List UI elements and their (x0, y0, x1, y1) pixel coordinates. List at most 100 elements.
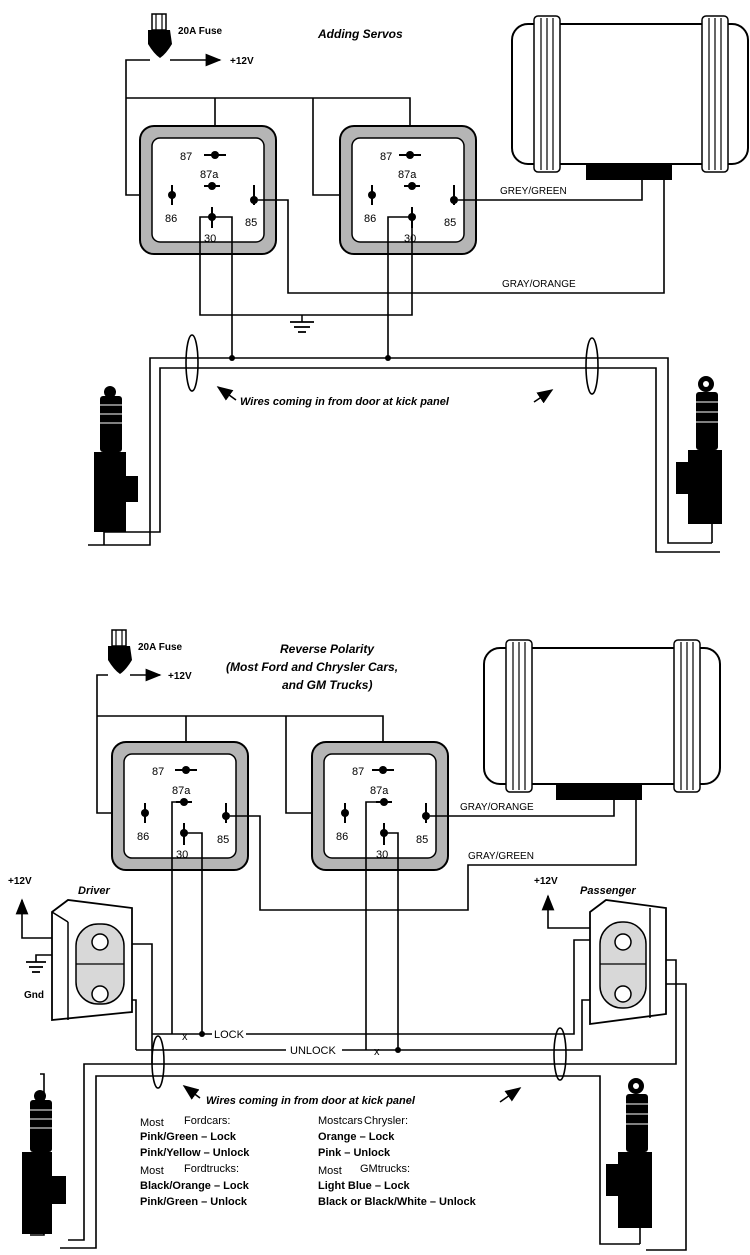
wire-color-legend-right: Mostcars Chrysler: Orange – Lock Pink – … (318, 1115, 477, 1208)
legend-entry: Black or Black/White – Unlock (318, 1196, 477, 1208)
ground-icon (26, 961, 46, 973)
pin-86-label: 86 (336, 831, 348, 843)
diagram-title: Adding Servos (317, 27, 403, 41)
cut-mark: x (374, 1046, 380, 1058)
driver-ground-wire (35, 954, 52, 962)
pin-85-label: 85 (245, 217, 257, 229)
grommet-left (185, 334, 199, 392)
wire-color-legend-left: Most Fordcars: Pink/Green – Lock Pink/Ye… (140, 1115, 250, 1208)
ground-icon (290, 315, 314, 333)
pin-87-label: 87 (180, 151, 192, 163)
driver-label: Driver (78, 885, 111, 897)
pin-87-label: 87 (380, 151, 392, 163)
relay-1: 87 87a 86 85 30 (111, 741, 249, 871)
wire-gray-green (230, 800, 637, 911)
pin-30-label: 30 (376, 849, 388, 861)
driver-lock-switch (51, 899, 133, 1021)
wire-87a-relay1 (171, 801, 184, 1034)
alarm-module (483, 639, 721, 800)
wire-gray-orange (258, 180, 665, 294)
wire-gray-orange-label: GRAY/ORANGE (502, 279, 576, 290)
legend-entry: Black/Orange – Lock (140, 1180, 250, 1192)
wire-30-relay1 (212, 216, 233, 358)
legend-most: Mostcars (318, 1115, 363, 1127)
wire-30-relay2 (384, 832, 399, 1050)
diagram-title-line3: and GM Trucks) (282, 678, 372, 692)
relay-2: 87 87a 86 85 30 (311, 741, 449, 871)
passenger-supply-wire (547, 916, 590, 929)
harness-inner (104, 367, 720, 553)
pin-85-label: 85 (416, 834, 428, 846)
pin-87a-label: 87a (398, 169, 417, 181)
fuse-label: 20A Fuse (138, 642, 183, 653)
pin-87a-label: 87a (172, 785, 191, 797)
legend-most: Most (140, 1117, 164, 1129)
legend-most: Most (318, 1165, 342, 1177)
driver-switch-lock-wire (132, 943, 153, 1034)
pin-30-label: 30 (176, 849, 188, 861)
wire-gray-green-label: GRAY/GREEN (468, 851, 534, 862)
pin-86-label: 86 (137, 831, 149, 843)
pin-87-label: 87 (152, 766, 164, 778)
legend-entry: Pink/Yellow – Unlock (140, 1147, 250, 1159)
pin-85-label: 85 (444, 217, 456, 229)
grommet-right (585, 337, 599, 395)
pin-87a-label: 87a (200, 169, 219, 181)
supply-label: +12V (168, 671, 192, 682)
passenger-switch-lock-wire (562, 939, 590, 1035)
pin-87-label: 87 (352, 766, 364, 778)
legend-heading: GMtrucks: (360, 1163, 410, 1175)
driver-switch-unlock-wire (132, 999, 137, 1050)
wire-grey-green-label: GREY/GREEN (500, 186, 567, 197)
passenger-lock-switch (589, 899, 667, 1026)
wire-gray-orange (430, 800, 615, 817)
pin-86-label: 86 (364, 213, 376, 225)
pin-30-label: 30 (204, 233, 216, 245)
fuse-label: 20A Fuse (178, 26, 223, 37)
diagram-title-line2: (Most Ford and Chrysler Cars, (226, 660, 398, 674)
arrow-left-icon (216, 386, 237, 401)
harness-passenger-tail (646, 983, 687, 1251)
diagram-reverse-polarity: 20A Fuse +12V Reverse Polarity (Most For… (8, 629, 721, 1251)
grommet-left (151, 1035, 165, 1089)
arrow-right-icon (499, 1087, 522, 1103)
kick-panel-note: Wires coming in from door at kick panel (240, 396, 450, 408)
legend-heading: Chrysler: (364, 1115, 408, 1127)
supply-label: +12V (230, 56, 254, 67)
diagram-title-line1: Reverse Polarity (280, 642, 375, 656)
legend-entry: Orange – Lock (318, 1131, 395, 1143)
passenger-supply-label: +12V (534, 876, 558, 887)
wire-gray-orange-label: GRAY/ORANGE (460, 802, 534, 813)
passenger-switch-unlock-wire (572, 999, 590, 1051)
diagram-adding-servos: 20A Fuse +12V Adding Servos 87 87a 86 85 (88, 13, 749, 553)
pin-30-label: 30 (404, 233, 416, 245)
alarm-module (511, 15, 749, 180)
lock-label: LOCK (214, 1029, 245, 1041)
legend-heading: Fordcars: (184, 1115, 230, 1127)
harness-outer (88, 357, 712, 546)
pin-86-label: 86 (165, 213, 177, 225)
relay-2: 87 87a 86 85 30 (339, 125, 477, 255)
door-lock-actuator-right (676, 376, 722, 543)
grommet-right (553, 1027, 567, 1081)
legend-heading: Fordtrucks: (184, 1163, 239, 1175)
relay-1: 87 87a 86 85 30 (139, 125, 277, 255)
door-lock-actuator-left (94, 386, 138, 545)
arrow-right-icon (533, 389, 554, 404)
legend-most: Most (140, 1165, 164, 1177)
arrow-left-icon (182, 1085, 201, 1100)
legend-entry: Pink – Unlock (318, 1147, 391, 1159)
door-lock-actuator-right (606, 1078, 652, 1244)
gnd-label: Gnd (24, 990, 44, 1001)
driver-supply-wire (21, 930, 52, 939)
wire-30-relay2 (387, 216, 412, 358)
harness-inner (60, 1075, 640, 1249)
passenger-label: Passenger (580, 885, 636, 897)
wire-87a-relay2 (365, 801, 384, 1050)
driver-supply-label: +12V (8, 876, 32, 887)
unlock-label: UNLOCK (290, 1045, 337, 1057)
door-lock-actuator-left (22, 1090, 66, 1234)
fuse-icon (148, 13, 172, 58)
wire-30-relay1 (184, 832, 203, 1034)
wire-grey-green (458, 180, 643, 201)
